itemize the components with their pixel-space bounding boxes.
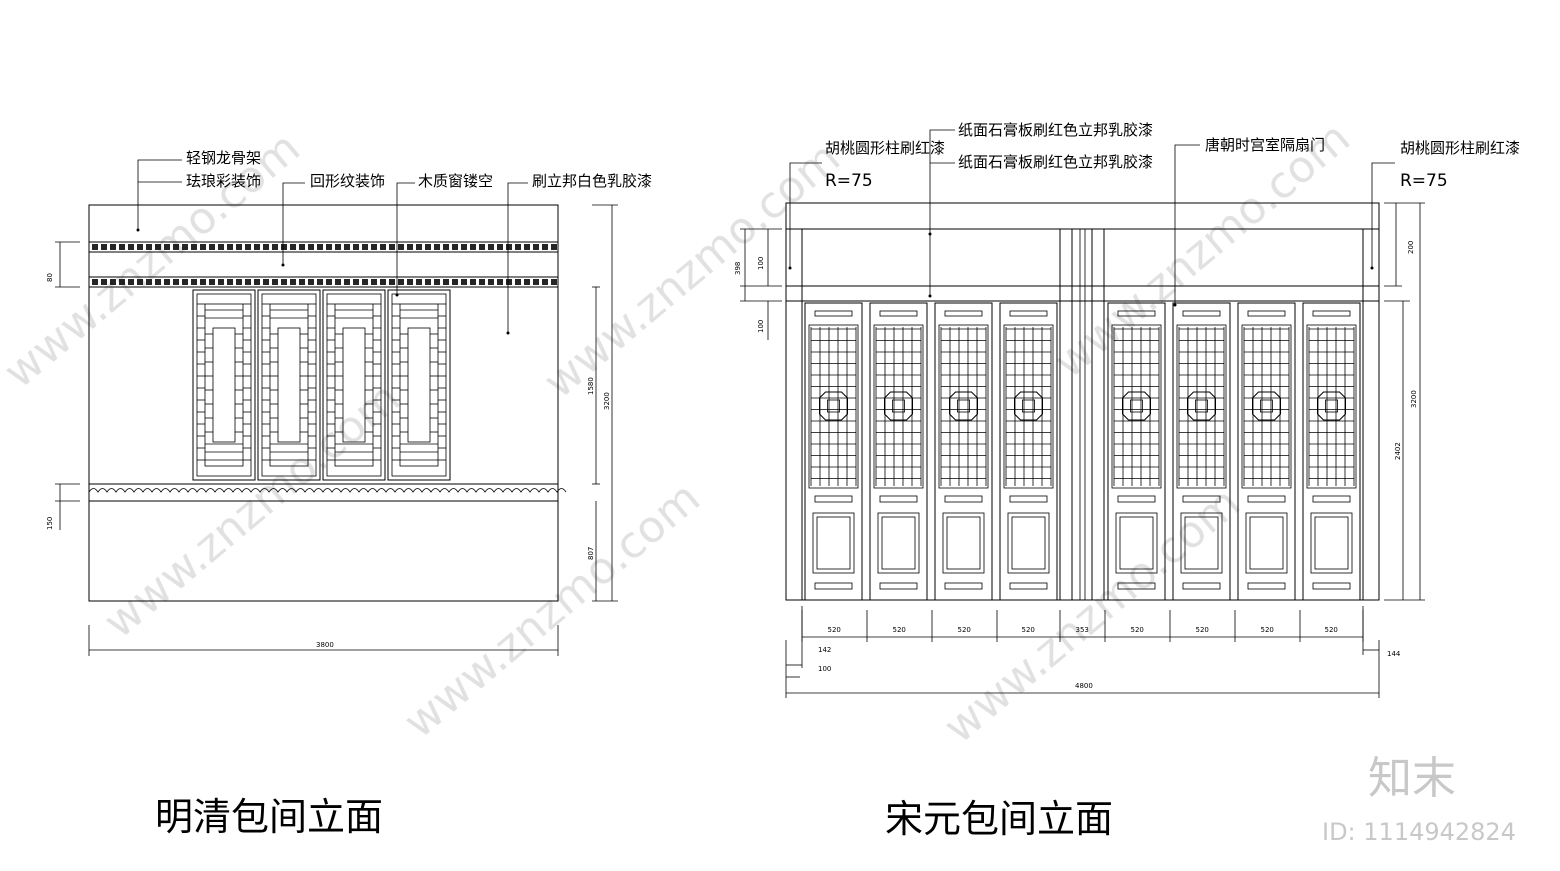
- door-leaf: [1237, 302, 1296, 601]
- left-title: 明清包间立面: [155, 795, 383, 839]
- door-leaf: [804, 302, 863, 601]
- bay-dim-label: 353: [1076, 626, 1089, 634]
- left-leaders: [136, 159, 528, 335]
- label-window: 木质窗镂空: [418, 172, 493, 190]
- dim-left-offset-2: 100: [818, 665, 831, 673]
- brand-id: ID: 1114942824: [1322, 818, 1516, 846]
- right-title: 宋元包间立面: [885, 797, 1113, 841]
- fret-wave-pattern: [88, 488, 567, 493]
- dim-gap: 100: [757, 320, 765, 333]
- door-leaf: [1107, 302, 1166, 601]
- bay-dim-label: 520: [893, 626, 906, 634]
- dim-left-base: 807: [587, 547, 595, 560]
- enamel-band-top: [88, 241, 559, 253]
- dim-left-panel: 1580: [587, 377, 595, 395]
- pilaster-left: [1059, 228, 1073, 601]
- door-leaf: [869, 302, 928, 601]
- right-elevation: 胡桃圆形柱刷红漆 R=75 纸面石膏板刷红色立邦乳胶漆 纸面石膏板刷红色立邦乳胶…: [734, 121, 1520, 841]
- pilaster-right: [1091, 228, 1105, 601]
- door-leaf: [1172, 302, 1231, 601]
- bay-dim-label: 520: [1261, 626, 1274, 634]
- dim-right-offset: 144: [1387, 650, 1401, 658]
- brand-watermark: 知末 ID: 1114942824: [1322, 753, 1516, 846]
- door-leaf-group: [804, 302, 1361, 601]
- label-radius-right: R=75: [1400, 171, 1448, 191]
- label-paint: 刷立邦白色乳胶漆: [532, 172, 652, 190]
- label-enamel: 珐琅彩装饰: [186, 172, 261, 190]
- label-keel: 轻钢龙骨架: [186, 149, 261, 167]
- bay-dim-label: 520: [828, 626, 841, 634]
- label-gypsum-2: 纸面石膏板刷红色立邦乳胶漆: [958, 153, 1153, 171]
- dim-head: 398: [734, 262, 742, 275]
- bay-dim-label: 520: [1022, 626, 1035, 634]
- lattice-panel: [192, 289, 256, 481]
- dim-right-total: 3200: [1410, 390, 1418, 408]
- bay-dim-label: 520: [958, 626, 971, 634]
- enamel-band-lower: [88, 276, 559, 288]
- enamel-band-pattern: [92, 279, 557, 285]
- dim-left-offset: 142: [818, 646, 831, 654]
- bay-dim-label: 520: [1196, 626, 1209, 634]
- door-leaf: [1302, 302, 1361, 601]
- label-door: 唐朝时宫室隔扇门: [1205, 136, 1325, 154]
- dim-left-top: 80: [46, 273, 54, 282]
- bay-dim-label: 520: [1325, 626, 1338, 634]
- enamel-band-pattern: [92, 244, 557, 250]
- brand-logo-text: 知末: [1368, 753, 1456, 804]
- label-gypsum-1: 纸面石膏板刷红色立邦乳胶漆: [958, 121, 1153, 139]
- dim-left-total: 3200: [603, 392, 611, 410]
- label-radius-left: R=75: [825, 171, 873, 191]
- column-left: [785, 228, 803, 601]
- lattice-panel: [257, 289, 321, 481]
- lattice-window-group: [192, 289, 451, 481]
- label-fret: 回形纹装饰: [310, 172, 385, 190]
- dim-left-base-band: 150: [46, 517, 54, 530]
- door-leaf: [999, 302, 1058, 601]
- lattice-panel: [387, 289, 451, 481]
- fret-base-band: [88, 483, 559, 502]
- left-dimensions: [55, 204, 618, 656]
- right-leaders: [788, 129, 1395, 307]
- dim-door: 2402: [1394, 442, 1402, 460]
- bay-dim-label: 520: [1131, 626, 1144, 634]
- column-right: [1362, 228, 1380, 601]
- right-wall-outline: [785, 202, 1380, 601]
- label-column-right: 胡桃圆形柱刷红漆: [1400, 139, 1520, 157]
- label-column-left: 胡桃圆形柱刷红漆: [825, 139, 945, 157]
- lattice-panel: [322, 289, 386, 481]
- door-leaf: [934, 302, 993, 601]
- watermark-text: www.znzmo.com: [394, 472, 709, 748]
- dim-head-inner: 100: [757, 257, 765, 270]
- bay-dimension-labels: 520 520 520 520 353 520 520 520 520: [801, 610, 1364, 642]
- dim-left-width: 3800: [316, 641, 334, 649]
- dim-head-right: 200: [1407, 241, 1415, 254]
- dim-right-width: 4800: [1075, 682, 1093, 690]
- watermark-text: www.znzmo.com: [0, 122, 310, 398]
- left-elevation: 轻钢龙骨架 珐琅彩装饰 回形纹装饰 木质窗镂空 刷立邦白色乳胶漆 3800 80…: [46, 149, 652, 839]
- right-dimensions: [740, 202, 1425, 698]
- watermark-text: www.znzmo.com: [94, 372, 409, 648]
- left-wall-outline: [88, 204, 559, 602]
